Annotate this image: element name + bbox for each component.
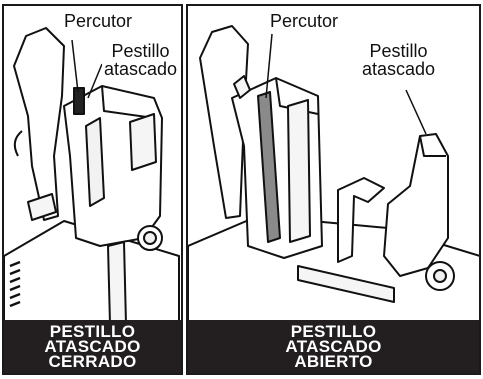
latch-open-illustration [188,25,479,325]
callout-jammed-latch-line2: atascado [104,59,178,79]
caption-jammed-latch-open: PESTILLO ATASCADO ABIERTO [188,320,479,373]
caption-line-2: ATASCADO [285,337,382,356]
callout-striker: Percutor [268,11,341,31]
caption-line-3: CERRADO [48,352,137,371]
latch-closed-illustration [4,27,180,325]
caption-jammed-latch-closed: PESTILLO ATASCADO CERRADO [4,320,181,373]
open-latch [383,133,449,277]
caption-line-1: PESTILLO [290,322,377,341]
callout-jammed-latch: Pestillo atascado [102,41,180,79]
lever-arm [13,27,65,221]
panel-latch-jammed-closed: Percutor Pestillo atascado PESTILLO ATAS… [2,4,183,375]
callout-jammed-latch: Pestillo atascado [360,41,438,79]
callout-jammed-latch-line1: Pestillo [369,41,428,61]
caption-line-2: ATASCADO [44,337,141,356]
callout-jammed-latch-line2: atascado [362,59,436,79]
caption-line-3: ABIERTO [294,352,373,371]
caption-line-1: PESTILLO [49,322,136,341]
spring [9,260,21,308]
panel-latch-jammed-open: Percutor Pestillo atascado PESTILLO ATAS… [186,4,481,375]
callout-jammed-latch-line1: Pestillo [111,41,170,61]
callout-striker: Percutor [62,11,135,31]
striker-pin [73,87,85,115]
